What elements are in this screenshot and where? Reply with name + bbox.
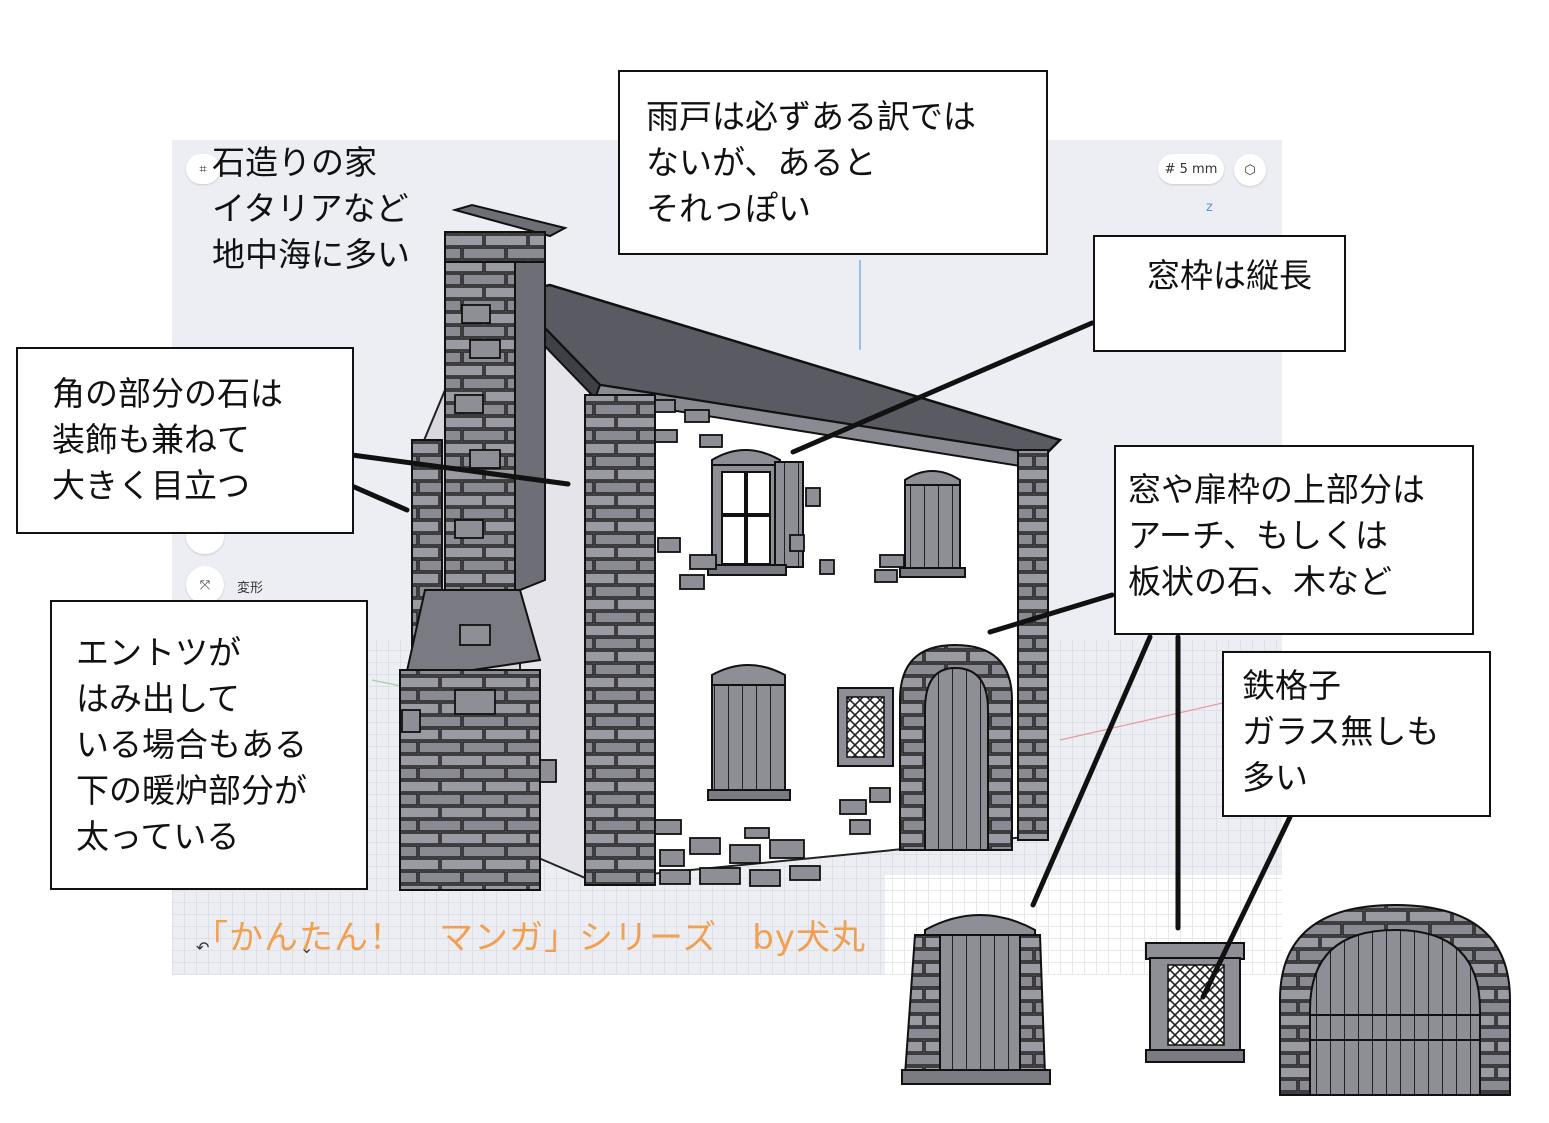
callout-window-frame: 窓枠は縦長: [1093, 235, 1346, 352]
corner-stones-left: [584, 394, 656, 886]
arched-door: [924, 666, 989, 851]
chimney-cap: [444, 231, 546, 263]
series-credit: 「かんたん！ マンガ」シリーズ by犬丸: [194, 918, 867, 958]
scattered-stones: [401, 304, 905, 887]
corner-stones-right: [1017, 449, 1049, 841]
house-title: 石造りの家 イタリアなど 地中海に多い: [212, 143, 410, 274]
window-upper-right-frame: [904, 484, 961, 571]
window-upper-left-sill: [707, 564, 787, 576]
window-upper-right-sill: [899, 567, 966, 578]
callout-iron-grille: 鉄格子 ガラス無しも 多い: [1222, 651, 1491, 817]
detail-window-sill: [901, 1069, 1051, 1085]
lattice-window-grille: [846, 696, 885, 758]
detail-lattice-grille: [1167, 964, 1225, 1046]
menu-grid-icon[interactable]: ⌗: [186, 154, 220, 184]
undo-icon[interactable]: ↶: [196, 938, 210, 957]
window-lower-left-sill: [707, 789, 791, 801]
callout-shutters: 雨戸は必ずある訳では ないが、あると それっぽい: [618, 70, 1048, 255]
transform-label: 変形: [237, 581, 264, 596]
detail-lattice-sill: [1145, 1049, 1245, 1063]
window-lower-left-arch: [711, 664, 786, 689]
view-cube-icon[interactable]: ⬡: [1234, 154, 1266, 186]
detail-window-right-stones: [1019, 934, 1047, 1076]
detail-arch-door: [1309, 928, 1481, 1096]
transform-icon[interactable]: ⤧: [186, 566, 224, 604]
callout-chimney: エントツが はみ出して いる場合もある 下の暖炉部分が 太っている: [50, 600, 368, 890]
chevron-down-icon[interactable]: ⌄: [300, 938, 314, 957]
axis-z-label: z: [1206, 200, 1213, 215]
chimney-top: [451, 203, 568, 238]
callout-corner-stones: 角の部分の石は 装飾も兼ねて 大きく目立つ: [16, 347, 354, 534]
window-lower-left-frame: [711, 684, 786, 791]
chimney-stack-side: [514, 261, 546, 594]
detail-window-left-stones: [903, 934, 941, 1076]
leader-lines: [349, 320, 1293, 1000]
grid-size-pill[interactable]: # 5 mm: [1158, 154, 1224, 184]
detail-window-planks: [939, 934, 1021, 1076]
callout-arch: 窓や扉枠の上部分は アーチ、もしくは 板状の石、木など: [1114, 445, 1474, 635]
